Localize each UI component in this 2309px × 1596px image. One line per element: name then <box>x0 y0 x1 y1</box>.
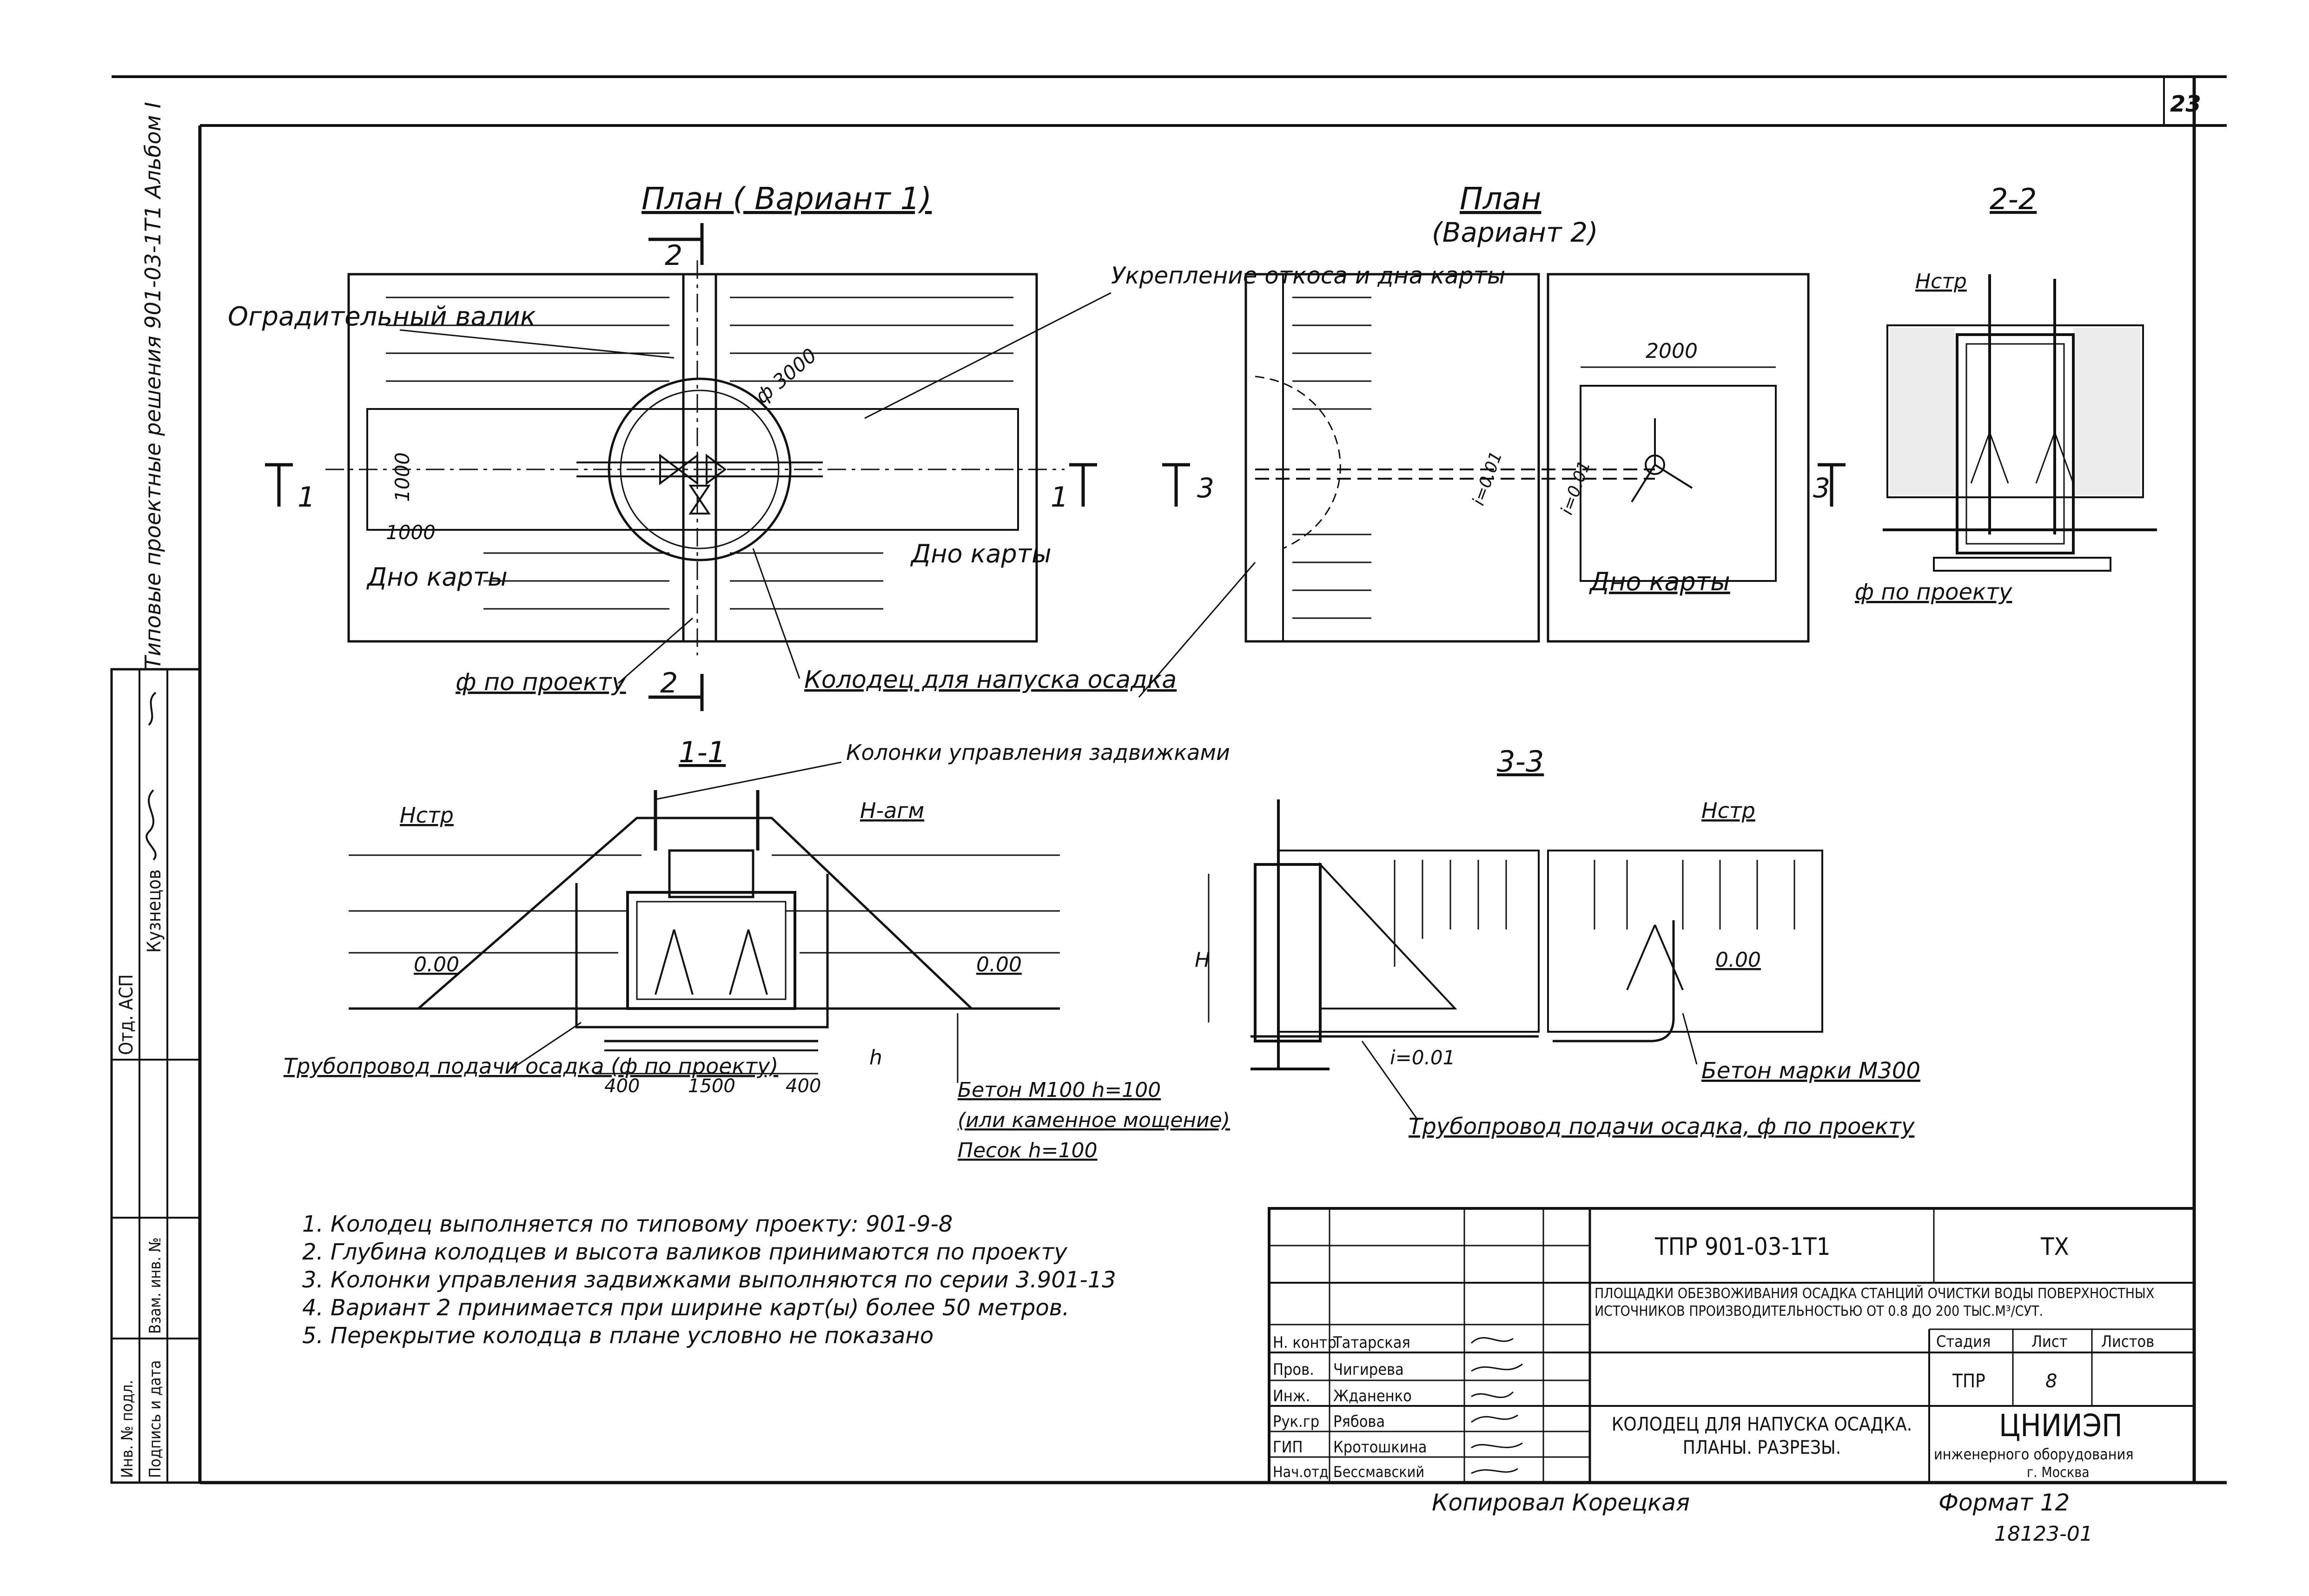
margin-label-vzam: Взам. инв. № <box>146 1237 165 1334</box>
footer-inv: 18123-01 <box>1994 1522 2093 1546</box>
plan2-title: План <box>1460 181 1541 217</box>
section-2-2: 2-2 Нстр ф по проекту <box>1855 182 2157 605</box>
plan1-cut1-right: 1 <box>1051 481 1068 514</box>
margin-label-sign: Подпись и дата <box>146 1360 165 1478</box>
sec11-zero-a: 0.00 <box>414 953 459 976</box>
plan1-dim-1000-h: 1000 <box>386 521 436 544</box>
sec33-H: Н <box>1195 948 1210 972</box>
sec22-pipe-label: ф по проекту <box>1855 579 2012 605</box>
tb-name-2: Жданенко <box>1333 1387 1412 1405</box>
plan1-cut2-top: 2 <box>665 239 682 272</box>
sec33-concrete: Бетон марки М300 <box>1701 1058 1920 1084</box>
sec11-dim-400b: 400 <box>786 1075 821 1097</box>
sec33-level: Нстр <box>1701 798 1755 823</box>
plan2-slope-a: i=0.01 <box>1469 449 1506 508</box>
tb-org-city: г. Москва <box>2027 1464 2090 1481</box>
plan1-dim-1000-v: 1000 <box>391 452 414 502</box>
tb-org-sub: инженерного оборудования <box>1934 1445 2134 1463</box>
plan2-bottom-label: Дно карты <box>1589 567 1730 596</box>
tb-sheet-name: Колодец для напуска осадка. Планы. Разре… <box>1611 1414 1912 1458</box>
plan2-cut3-right: 3 <box>1813 472 1830 504</box>
note-4: 4. Вариант 2 принимается при ширине карт… <box>302 1295 1069 1321</box>
plan2-dim-2000: 2000 <box>1646 339 1698 363</box>
tb-stage-v0: ТПР <box>1952 1371 1985 1392</box>
plan-variant-2: План (Вариант 2) 2000 i=0.01 i=0.01 Дно … <box>1138 181 1846 698</box>
plan1-fence-label: Оградительный валик <box>228 302 536 332</box>
plan2-subtitle: (Вариант 2) <box>1432 217 1598 248</box>
sec11-title: 1-1 <box>679 735 726 769</box>
sec33-zero: 0.00 <box>1715 948 1761 972</box>
footer-copied: Копировал Корецкая <box>1432 1489 1690 1516</box>
note-1: 1. Колодец выполняется по типовому проек… <box>302 1211 953 1237</box>
margin-title: Типовые проектные решения 901-03-1Т1 Аль… <box>140 102 165 669</box>
tb-name-1: Чигирева <box>1333 1360 1404 1379</box>
sec33-slope: i=0.01 <box>1390 1046 1455 1069</box>
sec11-dim-1500: 1500 <box>688 1075 735 1097</box>
section-1-1: 1-1 Колонки управления задвижками Нстр Н… <box>284 735 1230 1162</box>
tb-role-3: Рук.гр <box>1273 1412 1319 1431</box>
plan1-bottom-right: Дно карты <box>910 539 1052 568</box>
tb-org: ЦНИИЭП <box>1999 1408 2123 1444</box>
tb-code: ТПР 901-03-1Т1 <box>1654 1233 1830 1261</box>
tb-role-1: Пров. <box>1273 1360 1314 1379</box>
sec11-level-top: Нстр <box>400 803 454 828</box>
sec11-zero-b: 0.00 <box>976 953 1022 976</box>
tb-stage-h1: Лист <box>2031 1332 2068 1351</box>
sec22-title: 2-2 <box>1990 182 2037 216</box>
sec11-dim-400a: 400 <box>604 1075 640 1097</box>
plan1-reinforce-label: Укрепление откоса и дна карты <box>1111 262 1505 289</box>
tb-mark: ТХ <box>2040 1233 2069 1261</box>
sec11-paving: (или каменное мощение) <box>958 1108 1230 1132</box>
margin-signature <box>146 692 157 861</box>
plan-variant-1: План ( Вариант 1) <box>228 181 1505 711</box>
plan2-cut3-left: 3 <box>1197 472 1214 504</box>
tb-signatures <box>1470 1337 1523 1474</box>
sec11-h: h <box>869 1046 882 1069</box>
tb-object-wrap: Площадки обезвоживания осадка станций оч… <box>1594 1286 2155 1319</box>
tb-stage-h2: Листов <box>2101 1332 2154 1351</box>
tb-name-4: Кротошкина <box>1333 1438 1427 1457</box>
tb-role-2: Инж. <box>1273 1387 1310 1405</box>
tb-role-5: Нач.отд <box>1273 1463 1329 1481</box>
tb-role-0: Н. контр <box>1273 1333 1336 1352</box>
tb-stage-v1: 8 <box>2045 1371 2057 1392</box>
tb-role-4: ГИП <box>1273 1438 1303 1457</box>
tb-name-3: Рябова <box>1333 1412 1385 1431</box>
footer-format: Формат 12 <box>1939 1489 2070 1516</box>
plan2-slope-b: i=0.01 <box>1557 458 1594 517</box>
sec11-pipe-label: Трубопровод подачи осадка (ф по проекту) <box>284 1054 778 1079</box>
tb-sheetname-wrap: Колодец для напуска осадка. Планы. Разре… <box>1611 1414 1912 1458</box>
plan1-cut2-bottom: 2 <box>660 667 678 699</box>
sec11-sand: Песок h=100 <box>958 1139 1098 1162</box>
note-3: 3. Колонки управления задвижками выполня… <box>302 1267 1116 1293</box>
tb-stage-h0: Стадия <box>1936 1332 1991 1351</box>
notes-block: 1. Колодец выполняется по типовому проек… <box>302 1211 1116 1349</box>
plan1-cut1-left: 1 <box>298 481 315 514</box>
sec11-controls: Колонки управления задвижками <box>846 740 1230 765</box>
tb-name-5: Бессмавский <box>1333 1463 1424 1481</box>
tb-name-0: Татарская <box>1333 1333 1410 1352</box>
margin-stamp-row1: Отд. АСП <box>116 974 137 1055</box>
plan1-bottom-left: Дно карты <box>366 562 508 592</box>
sec33-title: 3-3 <box>1497 745 1544 778</box>
sheet-number: 23 <box>2170 91 2201 117</box>
plan1-pipe-label: ф по проекту <box>456 668 627 696</box>
margin-stamp-row2: Кузнецов <box>144 870 165 953</box>
sec11-concrete: Бетон М100 h=100 <box>958 1078 1161 1102</box>
plan1-well-label: Колодец для напуска осадка <box>804 666 1177 694</box>
note-5: 5. Перекрытие колодца в плане условно не… <box>302 1323 933 1349</box>
margin-label-inv: Инв. № подл. <box>118 1380 137 1478</box>
title-block: ТПР 901-03-1Т1 ТХ Площадки обезвоживания… <box>1268 1207 2196 1484</box>
note-2: 2. Глубина колодцев и высота валиков при… <box>302 1239 1067 1265</box>
sec11-level-agm: Н-агм <box>860 798 924 823</box>
plan1-title: План ( Вариант 1) <box>642 181 932 217</box>
margin-title-block: Типовые проектные решения 901-03-1Т1 Аль… <box>110 102 201 1484</box>
tb-object: Площадки обезвоживания осадка станций оч… <box>1594 1286 2155 1319</box>
section-3-3: 3-3 Нстр Н 0.00 i=0.01 Бетон марки М300 … <box>1195 745 1920 1140</box>
sec22-level: Нстр <box>1915 270 1967 293</box>
sec33-pipe: Трубопровод подачи осадка, ф по проекту <box>1409 1114 1915 1140</box>
